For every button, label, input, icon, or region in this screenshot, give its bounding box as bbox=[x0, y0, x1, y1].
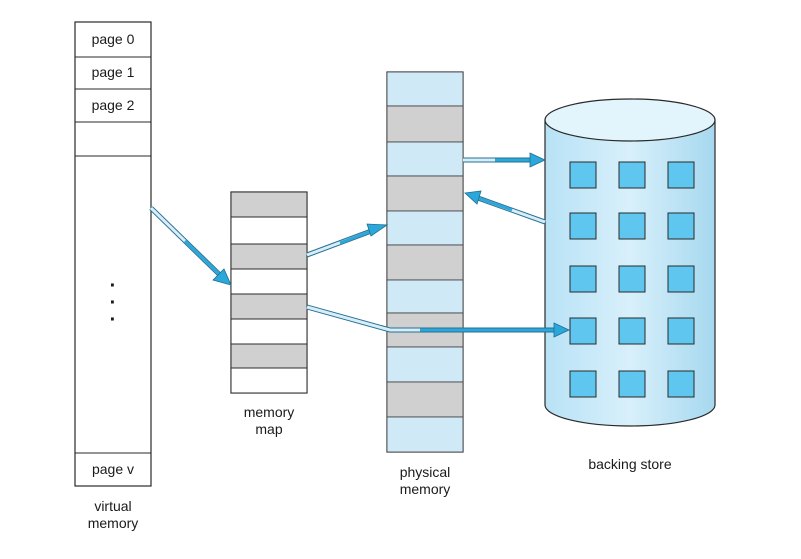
memory-map-label: memory map bbox=[243, 404, 295, 437]
backing-store-label: backing store bbox=[588, 456, 672, 472]
frame bbox=[386, 175, 464, 212]
memory-map-entry bbox=[230, 318, 308, 345]
frame bbox=[386, 105, 464, 143]
memory-map-entry bbox=[230, 343, 308, 369]
virtual-memory-column bbox=[74, 21, 152, 487]
virtual-memory-outline bbox=[74, 21, 152, 487]
frame bbox=[386, 416, 464, 453]
memory-map-entry bbox=[230, 243, 308, 270]
cylinder-top bbox=[544, 98, 716, 142]
memory-map-entry bbox=[230, 367, 308, 394]
arrow-physical-to-backing-store bbox=[463, 152, 546, 168]
page-label-last: page v bbox=[91, 461, 135, 477]
arrow-map-to-physical bbox=[306, 223, 389, 258]
frame bbox=[386, 71, 464, 107]
memory-map-entry bbox=[230, 191, 308, 218]
storage-blocks bbox=[569, 161, 695, 398]
frame bbox=[386, 141, 464, 177]
frame bbox=[386, 210, 464, 246]
arrows bbox=[149, 152, 570, 338]
memory-map-entry bbox=[230, 216, 308, 245]
frame bbox=[386, 244, 464, 281]
page-label: page 0 bbox=[91, 31, 135, 47]
memory-map-entry bbox=[230, 293, 308, 320]
arrow-backing-store-to-physical bbox=[464, 190, 546, 225]
frame bbox=[386, 346, 464, 383]
backing-store-cylinder bbox=[544, 98, 716, 427]
memory-map-column bbox=[230, 191, 308, 394]
physical-memory-column bbox=[386, 71, 464, 453]
physical-memory-label: physical memory bbox=[399, 464, 451, 497]
memory-map-entry bbox=[230, 268, 308, 295]
virtual-memory-label: virtual memory bbox=[87, 498, 139, 531]
frame bbox=[386, 279, 464, 314]
page-label: page 2 bbox=[91, 97, 135, 113]
page-label: page 1 bbox=[91, 64, 135, 80]
ellipsis: · · · bbox=[109, 275, 117, 331]
frame bbox=[386, 381, 464, 418]
arrow-map-to-backing-store bbox=[306, 304, 570, 338]
arrow-virtual-to-map bbox=[149, 206, 232, 286]
